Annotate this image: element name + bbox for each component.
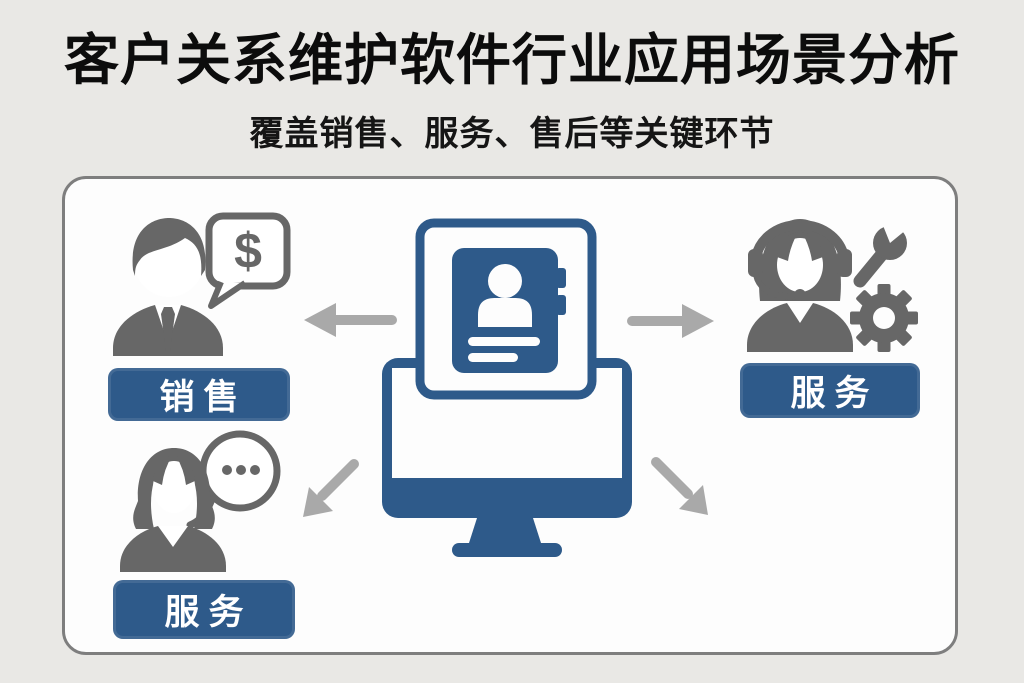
headset-earpiece-right	[837, 249, 852, 277]
dollar-glyph: $	[234, 223, 262, 279]
businessman-dollar-bubble-icon: $	[113, 212, 291, 356]
businessman-icon	[113, 218, 223, 356]
sales-badge-label: 销售	[159, 378, 248, 417]
wrench-icon	[853, 213, 912, 288]
gear-icon	[850, 284, 918, 352]
arrow-right-icon	[627, 304, 714, 338]
crm-monitor-contact-card-icon	[382, 218, 632, 557]
service-badge-top-label: 服务	[790, 374, 879, 413]
arrow-left-icon	[304, 303, 397, 337]
service-badge-top: 服务	[740, 363, 920, 418]
contact-avatar-icon	[488, 264, 522, 298]
page-subtitle: 覆盖销售、服务、售后等关键环节	[249, 115, 775, 153]
service-badge-bottom-label: 服务	[164, 593, 253, 632]
headset-mic	[753, 274, 798, 300]
contact-card-icon	[415, 218, 597, 400]
dollar-speech-bubble-icon: $	[205, 212, 291, 309]
woman-icon	[120, 448, 226, 572]
arrow-down-left-icon	[303, 459, 359, 517]
arrow-down-right-icon	[651, 457, 708, 515]
service-badge-bottom: 服务	[113, 580, 295, 639]
woman-chat-bubble-icon	[120, 430, 281, 572]
page-title: 客户关系维护软件行业应用场景分析	[63, 29, 960, 91]
support-agent-icon	[747, 219, 853, 352]
headset-earpiece-left	[748, 249, 763, 277]
support-agent-wrench-gear-icon	[747, 213, 918, 352]
ellipsis-dots	[222, 465, 260, 475]
sales-badge: 销售	[108, 368, 290, 421]
